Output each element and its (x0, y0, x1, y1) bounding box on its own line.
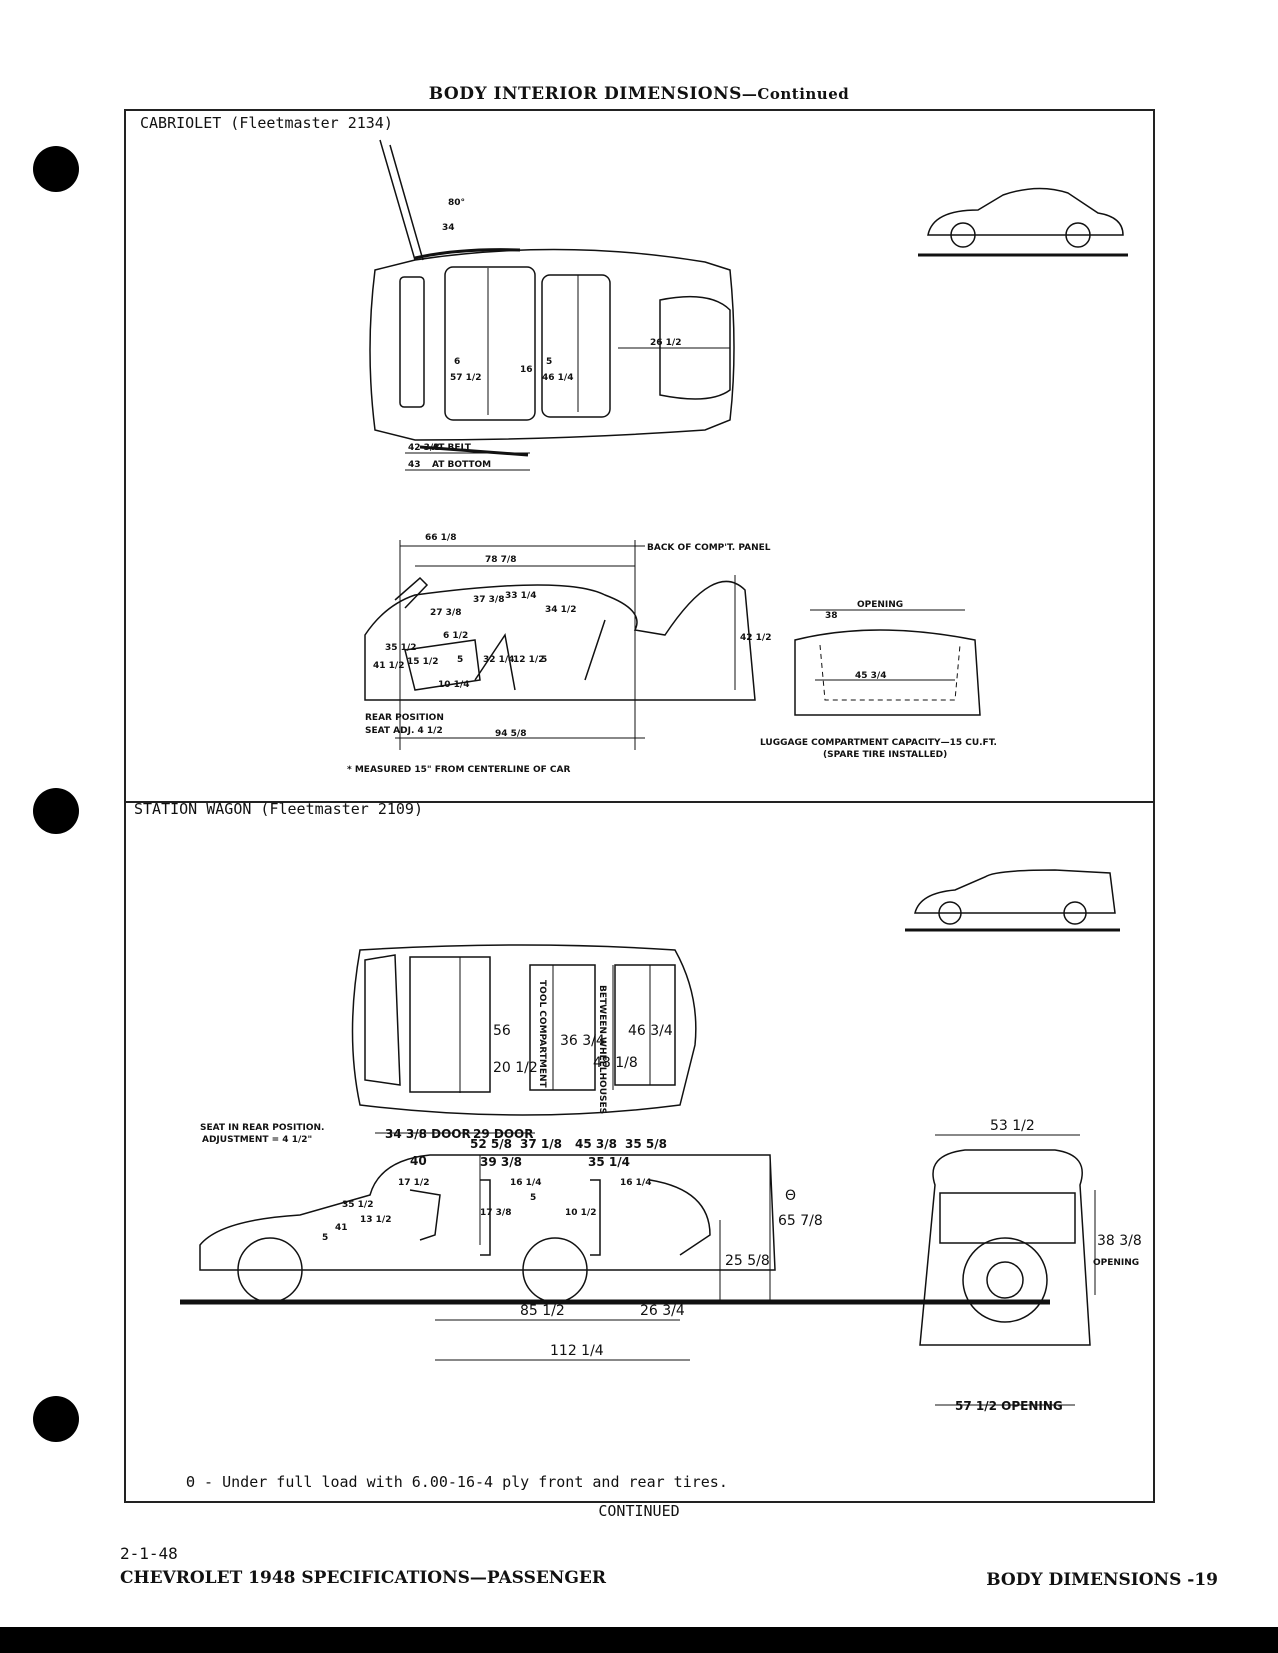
dim-40: 40 (410, 1154, 427, 1168)
dim-offset-front: 6 (454, 357, 460, 367)
luggage-capacity: LUGGAGE COMPARTMENT CAPACITY—15 CU.FT. (760, 738, 997, 748)
dim-d6: 35 1/2 (385, 643, 416, 653)
dim-floor-height: 25 5/8 (725, 1253, 770, 1269)
dim-luggage-width: 45 3/4 (855, 671, 886, 681)
station-wagon-side-view: SEAT IN REAR POSITION. ADJUSTMENT = 4 1/… (180, 1123, 1050, 1361)
dim-wheelhouse-width: 48 1/8 (593, 1055, 638, 1071)
dim-5b: 5 (530, 1193, 536, 1203)
dim-10: 10 1/2 (565, 1208, 596, 1218)
dim-front-offset: 20 1/2 (493, 1060, 538, 1076)
dim-52: 52 5/8 (470, 1137, 512, 1151)
cabriolet-label: CABRIOLET (Fleetmaster 2134) (140, 114, 393, 132)
dim-112: 112 1/4 (550, 1343, 604, 1359)
dim-d8: 41 1/2 (373, 661, 404, 671)
dim-d1: 37 3/8 (473, 595, 504, 605)
cabriolet-top-view: 80° 34 6 57 1/2 16 5 46 1/4 26 1/2 42 3/… (369, 139, 735, 471)
dim-85: 85 1/2 (520, 1303, 565, 1319)
dim-17b: 17 3/8 (480, 1208, 511, 1218)
label-seat-note: SEAT IN REAR POSITION. (200, 1123, 324, 1133)
dim-26: 26 3/4 (640, 1303, 685, 1319)
dim-d2: 33 1/4 (505, 591, 536, 601)
dim-overall-a: 66 1/8 (425, 533, 456, 543)
dim-16b: 16 1/4 (620, 1178, 651, 1188)
continued-label: CONTINUED (598, 1502, 680, 1520)
dim-overall-b: 78 7/8 (485, 555, 516, 565)
dim-bottom-opening: 57 1/2 OPENING (955, 1399, 1063, 1413)
label-at-bottom: AT BOTTOM (432, 460, 491, 470)
binder-hole-middle (33, 788, 79, 834)
dim-35b: 35 1/4 (588, 1155, 630, 1169)
dim-d3: 27 3/8 (430, 608, 461, 618)
dim-d5: 6 1/2 (443, 631, 468, 641)
dim-39: 39 3/8 (480, 1155, 522, 1169)
dim-35a: 35 5/8 (625, 1137, 667, 1151)
dim-d10: 5 (457, 655, 463, 665)
dim-rear-height: 38 3/8 (1097, 1233, 1142, 1249)
dim-offset-rear-b: 5 (546, 357, 552, 367)
dim-opening: 38 (825, 611, 838, 621)
drawing-frame (124, 109, 1155, 1503)
scan-edge (0, 1627, 1278, 1653)
dim-height: 65 7/8 (778, 1213, 823, 1229)
dim-rear-width: 46 3/4 (628, 1023, 673, 1039)
date: 2-1-48 (120, 1544, 178, 1563)
station-wagon-rear-view: 53 1/2 38 3/8 OPENING 57 1/2 OPENING (919, 1118, 1142, 1413)
tire-note: Θ - Under full load with 6.00-16-4 ply f… (186, 1473, 728, 1491)
footnote: * MEASURED 15" FROM CENTERLINE OF CAR (347, 765, 570, 775)
dim-width-front: 57 1/2 (450, 373, 481, 383)
dim-rear-deck: 26 1/2 (650, 338, 681, 348)
dim-belt: 42 3/8 (408, 443, 439, 453)
luggage-spare: (SPARE TIRE INSTALLED) (823, 750, 947, 760)
dim-front-door: 34 3/8 DOOR (385, 1127, 471, 1141)
dim-d9: 32 1/4 (483, 655, 514, 665)
cabriolet-luggage-view: OPENING 38 45 3/4 LUGGAGE COMPARTMENT CA… (760, 600, 997, 760)
dim-17a: 17 1/2 (398, 1178, 429, 1188)
label-rear-position: REAR POSITION (365, 713, 444, 723)
dim-bottom: 43 (408, 460, 421, 470)
dim-d12: 5 (541, 655, 547, 665)
dim-d14: 94 5/8 (495, 729, 526, 739)
dim-37: 37 1/8 (520, 1137, 562, 1151)
dim-rear-width: 53 1/2 (990, 1118, 1035, 1134)
dim-rear-door: 29 DOOR (473, 1127, 533, 1141)
label-adjustment: ADJUSTMENT = 4 1/2" (202, 1135, 312, 1145)
station-wagon-car-illustration (905, 869, 1120, 932)
footer-left: CHEVROLET 1948 SPECIFICATIONS—PASSENGER (120, 1568, 606, 1588)
label-back-panel: BACK OF COMP'T. PANEL (647, 543, 771, 553)
dim-d13: 10 1/4 (438, 680, 469, 690)
cabriolet-side-view: 66 1/8 78 7/8 BACK OF COMP'T. PANEL 37 3… (347, 533, 771, 775)
dim-mid-width: 36 3/4 (560, 1033, 605, 1049)
binder-hole-top (33, 146, 79, 192)
label-opening: OPENING (857, 600, 903, 610)
binder-hole-bottom (33, 1396, 79, 1442)
dim-top-angle: 80° (448, 198, 465, 208)
theta-symbol: Θ (785, 1188, 796, 1204)
page-title: BODY INTERIOR DIMENSIONS—Continued (428, 84, 850, 104)
label-between-wheelhouses: BETWEEN WHEELHOUSES (597, 985, 607, 1114)
station-wagon-label: STATION WAGON (Fleetmaster 2109) (134, 800, 423, 818)
label-seat-adj: SEAT ADJ. 4 1/2 (365, 726, 443, 736)
dim-41: 41 (335, 1223, 348, 1233)
dim-45: 45 3/8 (575, 1137, 617, 1151)
label-rear-opening: OPENING (1093, 1258, 1139, 1268)
dim-height: 42 1/2 (740, 633, 771, 643)
dim-35c: 35 1/2 (342, 1200, 373, 1210)
dim-13: 13 1/2 (360, 1215, 391, 1225)
dim-top-width: 34 (442, 223, 455, 233)
cabriolet-car-illustration (918, 187, 1128, 257)
dim-d4: 34 1/2 (545, 605, 576, 615)
dim-front-width: 56 (493, 1023, 511, 1039)
label-at-belt: AT BELT (432, 443, 472, 453)
dim-width-rear: 46 1/4 (542, 373, 573, 383)
section-divider (124, 801, 1155, 803)
dim-5: 5 (322, 1233, 328, 1243)
dim-d7: 15 1/2 (407, 657, 438, 667)
station-wagon-top-view: 56 20 1/2 TOOL COMPARTMENT 36 3/4 BETWEE… (351, 944, 697, 1141)
dim-d11: 12 1/2 (513, 655, 544, 665)
footer-right: BODY DIMENSIONS -19 (986, 1570, 1218, 1590)
dim-offset-rear-a: 16 (520, 365, 533, 375)
label-tool-compartment: TOOL COMPARTMENT (537, 980, 547, 1089)
dim-16a: 16 1/4 (510, 1178, 541, 1188)
